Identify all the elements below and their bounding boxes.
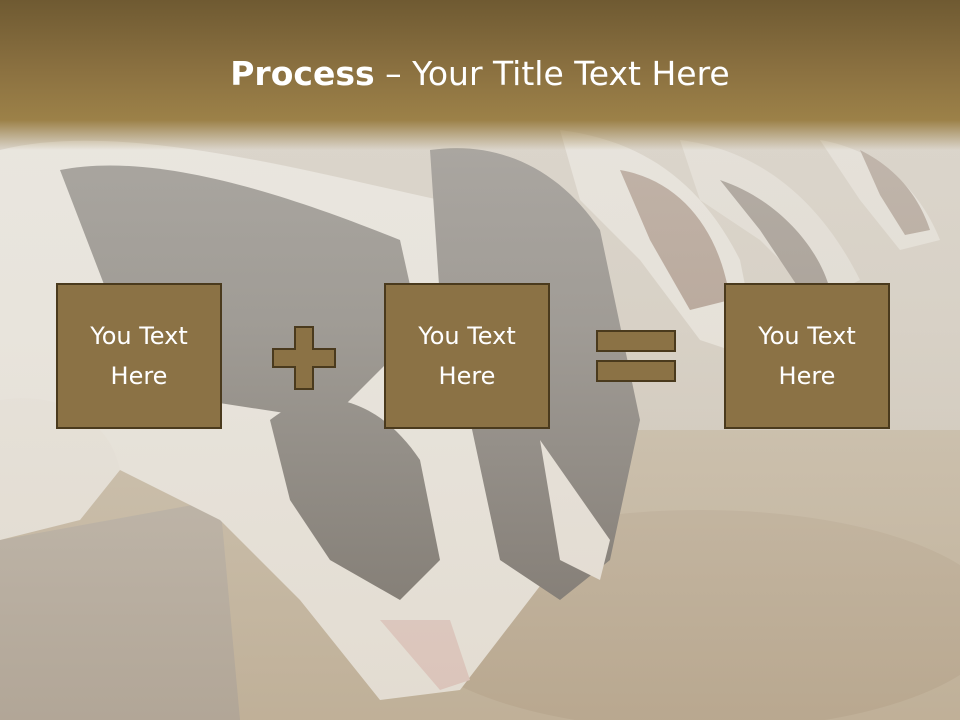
process-box-3[interactable]: You Text Here <box>724 283 890 429</box>
equals-icon <box>596 330 678 384</box>
process-box-1[interactable]: You Text Here <box>56 283 222 429</box>
process-box-2-text: You Text Here <box>418 322 516 390</box>
process-box-2[interactable]: You Text Here <box>384 283 550 429</box>
plus-icon <box>272 326 336 390</box>
title-bold-part: Process <box>230 54 375 93</box>
title-rest-part: – Your Title Text Here <box>374 54 730 93</box>
process-box-3-text: You Text Here <box>758 322 856 390</box>
title-band <box>0 0 960 150</box>
slide-title[interactable]: Process – Your Title Text Here <box>0 52 960 96</box>
process-box-1-text: You Text Here <box>90 322 188 390</box>
